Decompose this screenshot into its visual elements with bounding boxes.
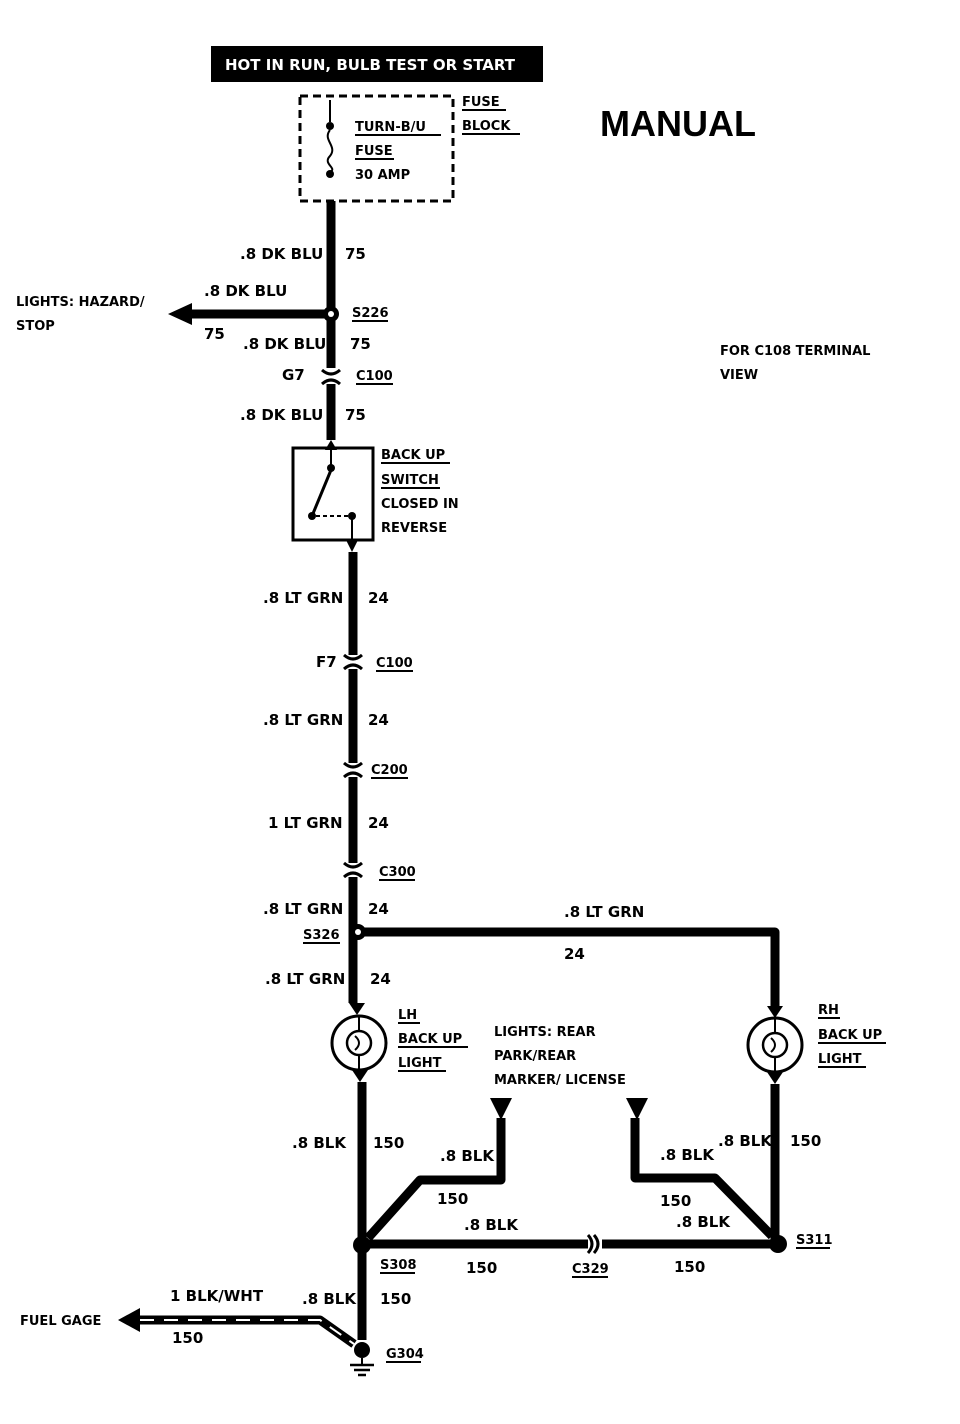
- rear-park-label-line1: LIGHTS: REAR: [494, 1025, 596, 1040]
- fuse-block-label-line1: FUSE: [462, 95, 500, 110]
- rh-feed-circuit: 24: [564, 945, 585, 963]
- park-left-circuit: 150: [437, 1190, 468, 1208]
- wire-75-gauge-3: .8 DK BLU: [240, 406, 323, 424]
- fuel-wire-gauge: 1 BLK/WHT: [170, 1287, 264, 1305]
- wire-24-circuit-2: 24: [368, 711, 389, 729]
- ground-symbol-icon: [350, 1342, 374, 1377]
- connector-c200-label: C200: [371, 763, 408, 778]
- wire-24-gauge-3: 1 LT GRN: [268, 814, 343, 832]
- wire-24-gauge-1: .8 LT GRN: [263, 589, 343, 607]
- connector-c329: [586, 1234, 600, 1254]
- hazard-wire-gauge: .8 DK BLU: [204, 282, 287, 300]
- fuse-rating: 30 AMP: [355, 168, 410, 183]
- wire-24-circuit-1: 24: [368, 589, 389, 607]
- splice-s226-label: S226: [352, 306, 389, 321]
- connector-c100-bottom: [343, 653, 363, 671]
- cross-left-circuit: 150: [466, 1259, 497, 1277]
- cross-right-circuit: 150: [674, 1258, 705, 1276]
- wire-24-gauge-2: .8 LT GRN: [263, 711, 343, 729]
- connector-c100-top: [321, 368, 341, 386]
- lh-light-label-line2: BACK UP: [398, 1032, 462, 1047]
- lh-light-label-line3: LIGHT: [398, 1056, 442, 1071]
- splice-s326-label: S326: [303, 928, 340, 943]
- fuel-wire-circuit: 150: [172, 1329, 203, 1347]
- rh-light-label-line2: BACK UP: [818, 1028, 882, 1043]
- switch-label-line2: SWITCH: [381, 473, 439, 488]
- connector-c100-bottom-label: C100: [376, 656, 413, 671]
- wire-75-circuit-3: 75: [345, 406, 366, 424]
- wire-24-rh-feed: [353, 927, 780, 1006]
- rear-park-left-arrow-icon: [490, 1098, 512, 1120]
- wire-24-circuit-4: 24: [368, 900, 389, 918]
- connector-c100-top-pin: G7: [282, 366, 305, 384]
- hazard-wire-circuit: 75: [204, 325, 225, 343]
- wire-150-park-left: [364, 1118, 506, 1242]
- lh-ground-gauge: .8 BLK: [292, 1134, 347, 1152]
- wire-24-circuit-5: 24: [370, 970, 391, 988]
- fuse-block: TURN-B/U FUSE 30 AMP: [298, 94, 455, 203]
- connector-c100-bottom-pin: F7: [316, 653, 337, 671]
- lh-backup-light: [330, 1003, 388, 1082]
- fuel-gage-arrow-icon: [118, 1308, 140, 1332]
- cross-left-gauge: .8 BLK: [464, 1216, 519, 1234]
- switch-label-line4: REVERSE: [381, 521, 447, 536]
- fuse-terminal-top: [326, 122, 334, 130]
- hazard-arrow-icon: [168, 303, 192, 325]
- park-right-gauge: .8 BLK: [660, 1146, 715, 1164]
- park-right-circuit: 150: [660, 1192, 691, 1210]
- switch-label-line1: BACK UP: [381, 448, 445, 463]
- ground-g304-label: G304: [386, 1347, 424, 1362]
- connector-c300: [343, 861, 363, 879]
- wire-75-circuit-1: 75: [345, 245, 366, 263]
- terminal-view-note-line1: FOR C108 TERMINAL: [720, 344, 870, 359]
- wire-24-gauge-5: .8 LT GRN: [265, 970, 345, 988]
- splice-s308: [353, 1236, 371, 1254]
- rh-ground-circuit: 150: [790, 1132, 821, 1150]
- connector-c200: [343, 761, 363, 779]
- rh-ground-gauge: .8 BLK: [718, 1132, 773, 1150]
- wire-75-gauge-1: .8 DK BLU: [240, 245, 323, 263]
- fuse-name-line1: TURN-B/U: [355, 120, 426, 135]
- fuel-gage-label: FUEL GAGE: [20, 1314, 101, 1329]
- fuse-element-icon: [326, 129, 334, 173]
- splice-s311: [769, 1235, 787, 1253]
- hazard-stop-label-line1: LIGHTS: HAZARD/: [16, 295, 145, 310]
- connector-c100-top-label: C100: [356, 369, 393, 384]
- rh-feed-gauge: .8 LT GRN: [564, 903, 644, 921]
- rear-park-right-arrow-icon: [626, 1098, 648, 1120]
- hazard-stop-label-line2: STOP: [16, 319, 55, 334]
- connector-c300-label: C300: [379, 865, 416, 880]
- ground-circuit: 150: [380, 1290, 411, 1308]
- rh-light-label-line1: RH: [818, 1003, 839, 1018]
- wire-24-gauge-4: .8 LT GRN: [263, 900, 343, 918]
- wire-24-circuit-3: 24: [368, 814, 389, 832]
- splice-s311-label: S311: [796, 1233, 833, 1248]
- lh-light-label-line1: LH: [398, 1008, 417, 1023]
- connector-c329-label: C329: [572, 1262, 609, 1277]
- wire-75-circuit-2: 75: [350, 335, 371, 353]
- switch-label-line3: CLOSED IN: [381, 497, 459, 512]
- fuse-name-line2: FUSE: [355, 144, 393, 159]
- power-banner-text: HOT IN RUN, BULB TEST OR START: [225, 56, 516, 74]
- splice-s308-label: S308: [380, 1258, 417, 1273]
- rear-park-label-line3: MARKER/ LICENSE: [494, 1073, 626, 1088]
- wire-75-gauge-2: .8 DK BLU: [243, 335, 326, 353]
- rh-light-label-line3: LIGHT: [818, 1052, 862, 1067]
- rh-backup-light: [746, 1006, 804, 1084]
- lh-ground-circuit: 150: [373, 1134, 404, 1152]
- cross-right-gauge: .8 BLK: [676, 1213, 731, 1231]
- park-left-gauge: .8 BLK: [440, 1147, 495, 1165]
- wire-150-fuel-gage: [140, 1315, 357, 1348]
- fuse-terminal-bottom: [326, 170, 334, 178]
- power-banner: HOT IN RUN, BULB TEST OR START: [211, 46, 543, 82]
- rear-park-label-line2: PARK/REAR: [494, 1049, 576, 1064]
- ground-gauge: .8 BLK: [302, 1290, 357, 1308]
- backup-switch: [291, 440, 375, 552]
- fuse-block-label-line2: BLOCK: [462, 119, 511, 134]
- wire-150-park-right: [630, 1118, 776, 1240]
- switch-lever-icon: [310, 469, 333, 517]
- terminal-view-note-line2: VIEW: [720, 368, 758, 383]
- diagram-title: MANUAL: [600, 103, 756, 144]
